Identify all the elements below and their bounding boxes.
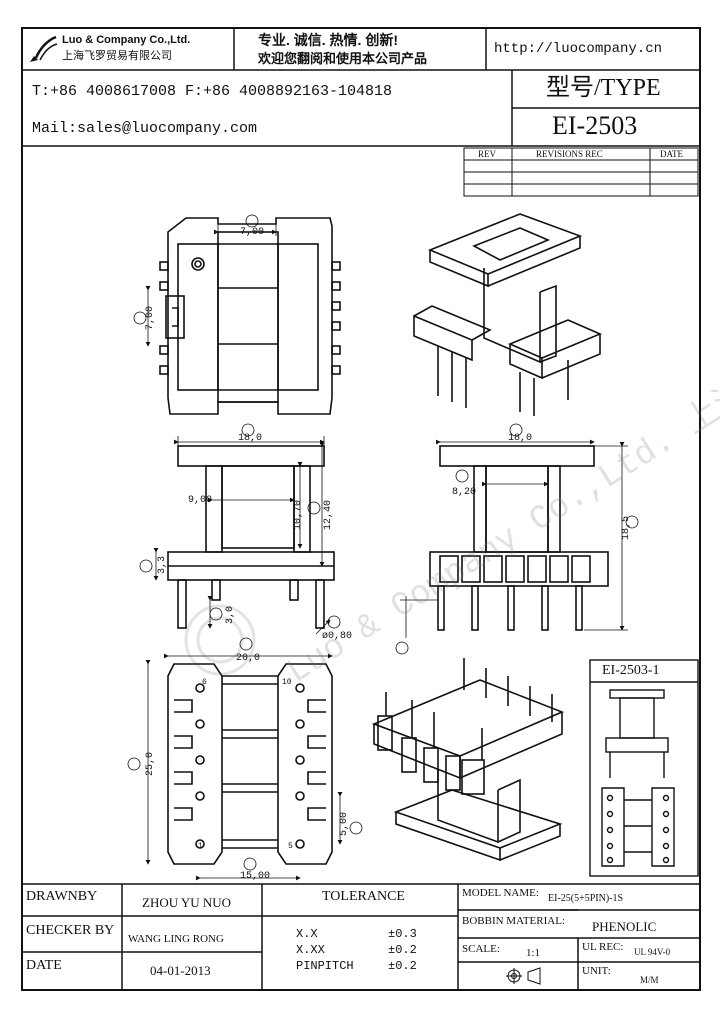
type-label: 型号/TYPE	[546, 75, 661, 101]
title-block-grid	[22, 883, 700, 990]
dim-j-label: 18,0	[508, 433, 532, 444]
bobbin-material-label: BOBBIN MATERIAL:	[462, 915, 565, 927]
dim-k-label: 3,3	[157, 556, 168, 574]
front-view	[167, 445, 335, 629]
dim-c-label: ø0,80	[322, 631, 352, 642]
revisions-table	[463, 147, 699, 197]
tolerance-label: TOLERANCE	[322, 889, 405, 904]
pin-6-label: 6	[202, 678, 207, 687]
dim-185-label: 18,5	[621, 516, 632, 540]
projection-symbol-icon	[506, 967, 541, 985]
bottom-view-dims	[127, 637, 363, 881]
company-email: Mail:sales@luocompany.com	[32, 120, 258, 137]
dim-n-label: 20,0	[236, 653, 260, 664]
watermark-text: Luo & Company Co.,Ltd. 上海飞罗贸易有限公司	[279, 229, 720, 693]
company-website: http://luocompany.cn	[494, 41, 663, 57]
unit-label: UNIT:	[582, 965, 611, 977]
company-logo-icon	[30, 35, 58, 62]
bobbin-material-value: PHENOLIC	[592, 919, 657, 934]
model-number: EI-2503	[552, 111, 638, 140]
ul-rec-value: UL 94V-0	[634, 947, 671, 957]
tolerance-pinpitch-label: PINPITCH	[296, 959, 354, 973]
company-name-cn: 上海飞罗贸易有限公司	[62, 50, 172, 62]
drawnby-label: DRAWNBY	[26, 889, 98, 904]
iso-view-bottom	[371, 658, 565, 862]
date-label: DATE	[26, 958, 62, 973]
phone-fax: T:+86 4008617008 F:+86 4008892163-104818	[32, 83, 393, 100]
tolerance-xxx-label: X.XX	[296, 943, 325, 957]
dim-1240-label: 12,40	[323, 500, 334, 530]
front-view-dims	[139, 423, 341, 635]
bottom-view	[167, 663, 333, 865]
dim-9-label: 9,00	[188, 495, 212, 506]
revisions-col-date: DATE	[660, 149, 683, 159]
dim-m-label: 3,0	[225, 606, 236, 624]
dim-1070-label: 10,70	[293, 500, 304, 530]
dim-a-label: 15,00	[240, 871, 270, 882]
variant-box	[589, 659, 699, 877]
company-name-en: Luo & Company Co.,Ltd.	[62, 34, 191, 46]
dim-g-label: 7,00	[240, 227, 264, 238]
dim-h-label: 8,20	[452, 487, 476, 498]
tolerance-xx-value: ±0.3	[388, 927, 417, 941]
pin-1-label: 1	[198, 842, 203, 851]
scale-value: 1:1	[526, 947, 541, 959]
scale-label: SCALE:	[462, 943, 500, 955]
top-view	[159, 217, 341, 415]
dim-i-label: 18,0	[238, 433, 262, 444]
dim-b-label: 5,00	[339, 812, 350, 836]
dim-f-label: 7,00	[145, 306, 156, 330]
drawnby-value: ZHOU YU NUO	[142, 895, 232, 910]
side-view-dims	[395, 423, 639, 655]
unit-value: M/M	[640, 975, 659, 985]
tolerance-xxx-value: ±0.2	[388, 943, 417, 957]
iso-view-top	[413, 213, 603, 416]
checker-value: WANG LING RONG	[128, 933, 224, 945]
pin-10-label: 10	[282, 678, 292, 687]
checker-label: CHECKER BY	[26, 923, 115, 938]
revisions-col-rec: REVISIONS REC	[536, 149, 603, 159]
side-view	[429, 445, 609, 631]
model-name-value: EI-25(5+5PIN)-1S	[548, 893, 624, 904]
date-value: 04-01-2013	[150, 963, 211, 978]
revisions-col-rev: REV	[478, 149, 496, 159]
dimension-labels: 7,00 7,00 18,0 9,00 10,70 12,40 3,3 3,0 …	[145, 227, 632, 882]
ul-rec-label: UL REC:	[582, 941, 624, 953]
tolerance-xx-label: X.X	[296, 927, 318, 941]
pin-5-label: 5	[288, 842, 293, 851]
outer-frame	[21, 27, 701, 991]
top-view-dims	[133, 214, 277, 347]
dim-o-label: 25,0	[145, 752, 156, 776]
slogan-line-1: 专业. 诚信. 热情. 创新!	[258, 32, 398, 48]
variant-label: EI-2503-1	[602, 663, 660, 678]
model-name-label: MODEL NAME:	[462, 887, 539, 899]
slogan-line-2: 欢迎您翻阅和使用本公司产品	[258, 51, 428, 66]
watermark-logo	[184, 604, 256, 676]
tolerance-pinpitch-value: ±0.2	[388, 959, 417, 973]
